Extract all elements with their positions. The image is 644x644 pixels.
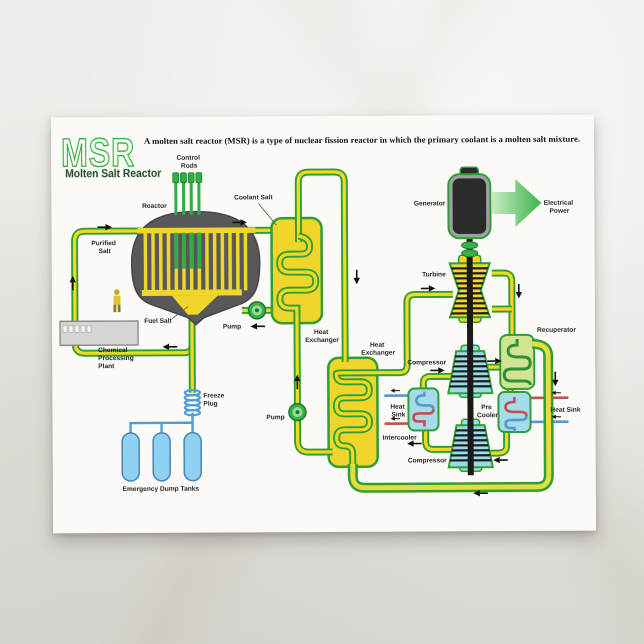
compressor2-intercooler-pipe	[422, 431, 453, 453]
label-fuel-salt: Fuel Salt	[144, 318, 172, 325]
label-coolant-salt: Coolant Salt	[234, 194, 273, 201]
dump-tank	[183, 431, 203, 482]
msr-diagram: A molten salt reactor (MSR) is a type of…	[59, 130, 581, 498]
label-generator: Generator	[414, 200, 446, 207]
postcard: A molten salt reactor (MSR) is a type of…	[50, 114, 597, 534]
person-figure	[113, 289, 121, 313]
label-turbine: Turbine	[422, 271, 446, 278]
reactor-funnel	[171, 295, 218, 315]
pump-secondary	[288, 402, 307, 422]
label-heat-exchanger-1: Heat Exchanger	[305, 329, 339, 344]
intercooler-coil-cold	[415, 391, 435, 410]
label-heat-sink-left: Heat Sink	[390, 404, 406, 419]
pump-primary	[247, 301, 267, 320]
freeze-plug-coil	[183, 388, 202, 417]
label-electrical-power: Electrical Power	[544, 200, 575, 215]
turbine-exhaust-pipe	[491, 269, 516, 338]
logo-title: MSR	[61, 131, 135, 175]
dump-tank	[121, 432, 141, 482]
logo-subtitle: Molten Salt Reactor	[65, 168, 162, 181]
control-rods	[172, 172, 203, 215]
reactor-vessel	[130, 210, 261, 326]
label-freeze-plug: Freeze Plug	[203, 393, 226, 408]
chemical-processing-plant	[59, 320, 139, 347]
label-reactor: Reactor	[142, 203, 167, 210]
coolant-salt-pointer	[258, 203, 277, 226]
generator	[447, 166, 492, 240]
fuel-salt-pointer	[171, 306, 189, 320]
dump-tank	[152, 432, 172, 482]
label-heat-sink-right: Heat Sink	[550, 407, 580, 414]
dump-tank-manifold	[129, 412, 194, 435]
reactor-fuel-channels	[143, 232, 248, 291]
intercooler-coil-hot	[412, 409, 435, 427]
plant-windows	[62, 324, 92, 333]
label-heat-exchanger-2: Heat Exchanger	[361, 342, 395, 357]
label-emergency-dump-tanks: Emergency Dump Tanks	[123, 486, 200, 493]
label-control-rods: Control Rods	[176, 155, 201, 170]
label-recuperator: Recuperator	[537, 327, 576, 334]
electrical-power-arrow	[491, 178, 542, 227]
label-pre-cooler: Pre Cooler	[477, 404, 498, 419]
label-compressor-upper: Compressor	[407, 359, 446, 366]
drive-shaft	[466, 237, 474, 476]
label-pump-secondary: Pump	[266, 414, 284, 421]
inserted-control-rods	[174, 232, 202, 269]
shaft-couplings	[461, 241, 479, 258]
precooler-coil-hot	[504, 396, 528, 417]
label-compressor-lower: Compressor	[408, 457, 447, 464]
recuperator-coil	[502, 338, 532, 386]
label-intercooler: Intercooler	[383, 435, 418, 442]
emergency-dump-tanks	[121, 431, 203, 482]
precooler-coil-cold	[504, 415, 528, 433]
caption: A molten salt reactor (MSR) is a type of…	[144, 134, 580, 146]
reactor-bottom-manifold	[141, 289, 242, 296]
reactor-top-manifold	[137, 227, 256, 234]
label-purified-salt: Purified Salt	[91, 240, 117, 255]
label-chemical-plant: Chemical Processing Plant	[98, 347, 136, 370]
label-pump-primary: Pump	[223, 323, 241, 330]
